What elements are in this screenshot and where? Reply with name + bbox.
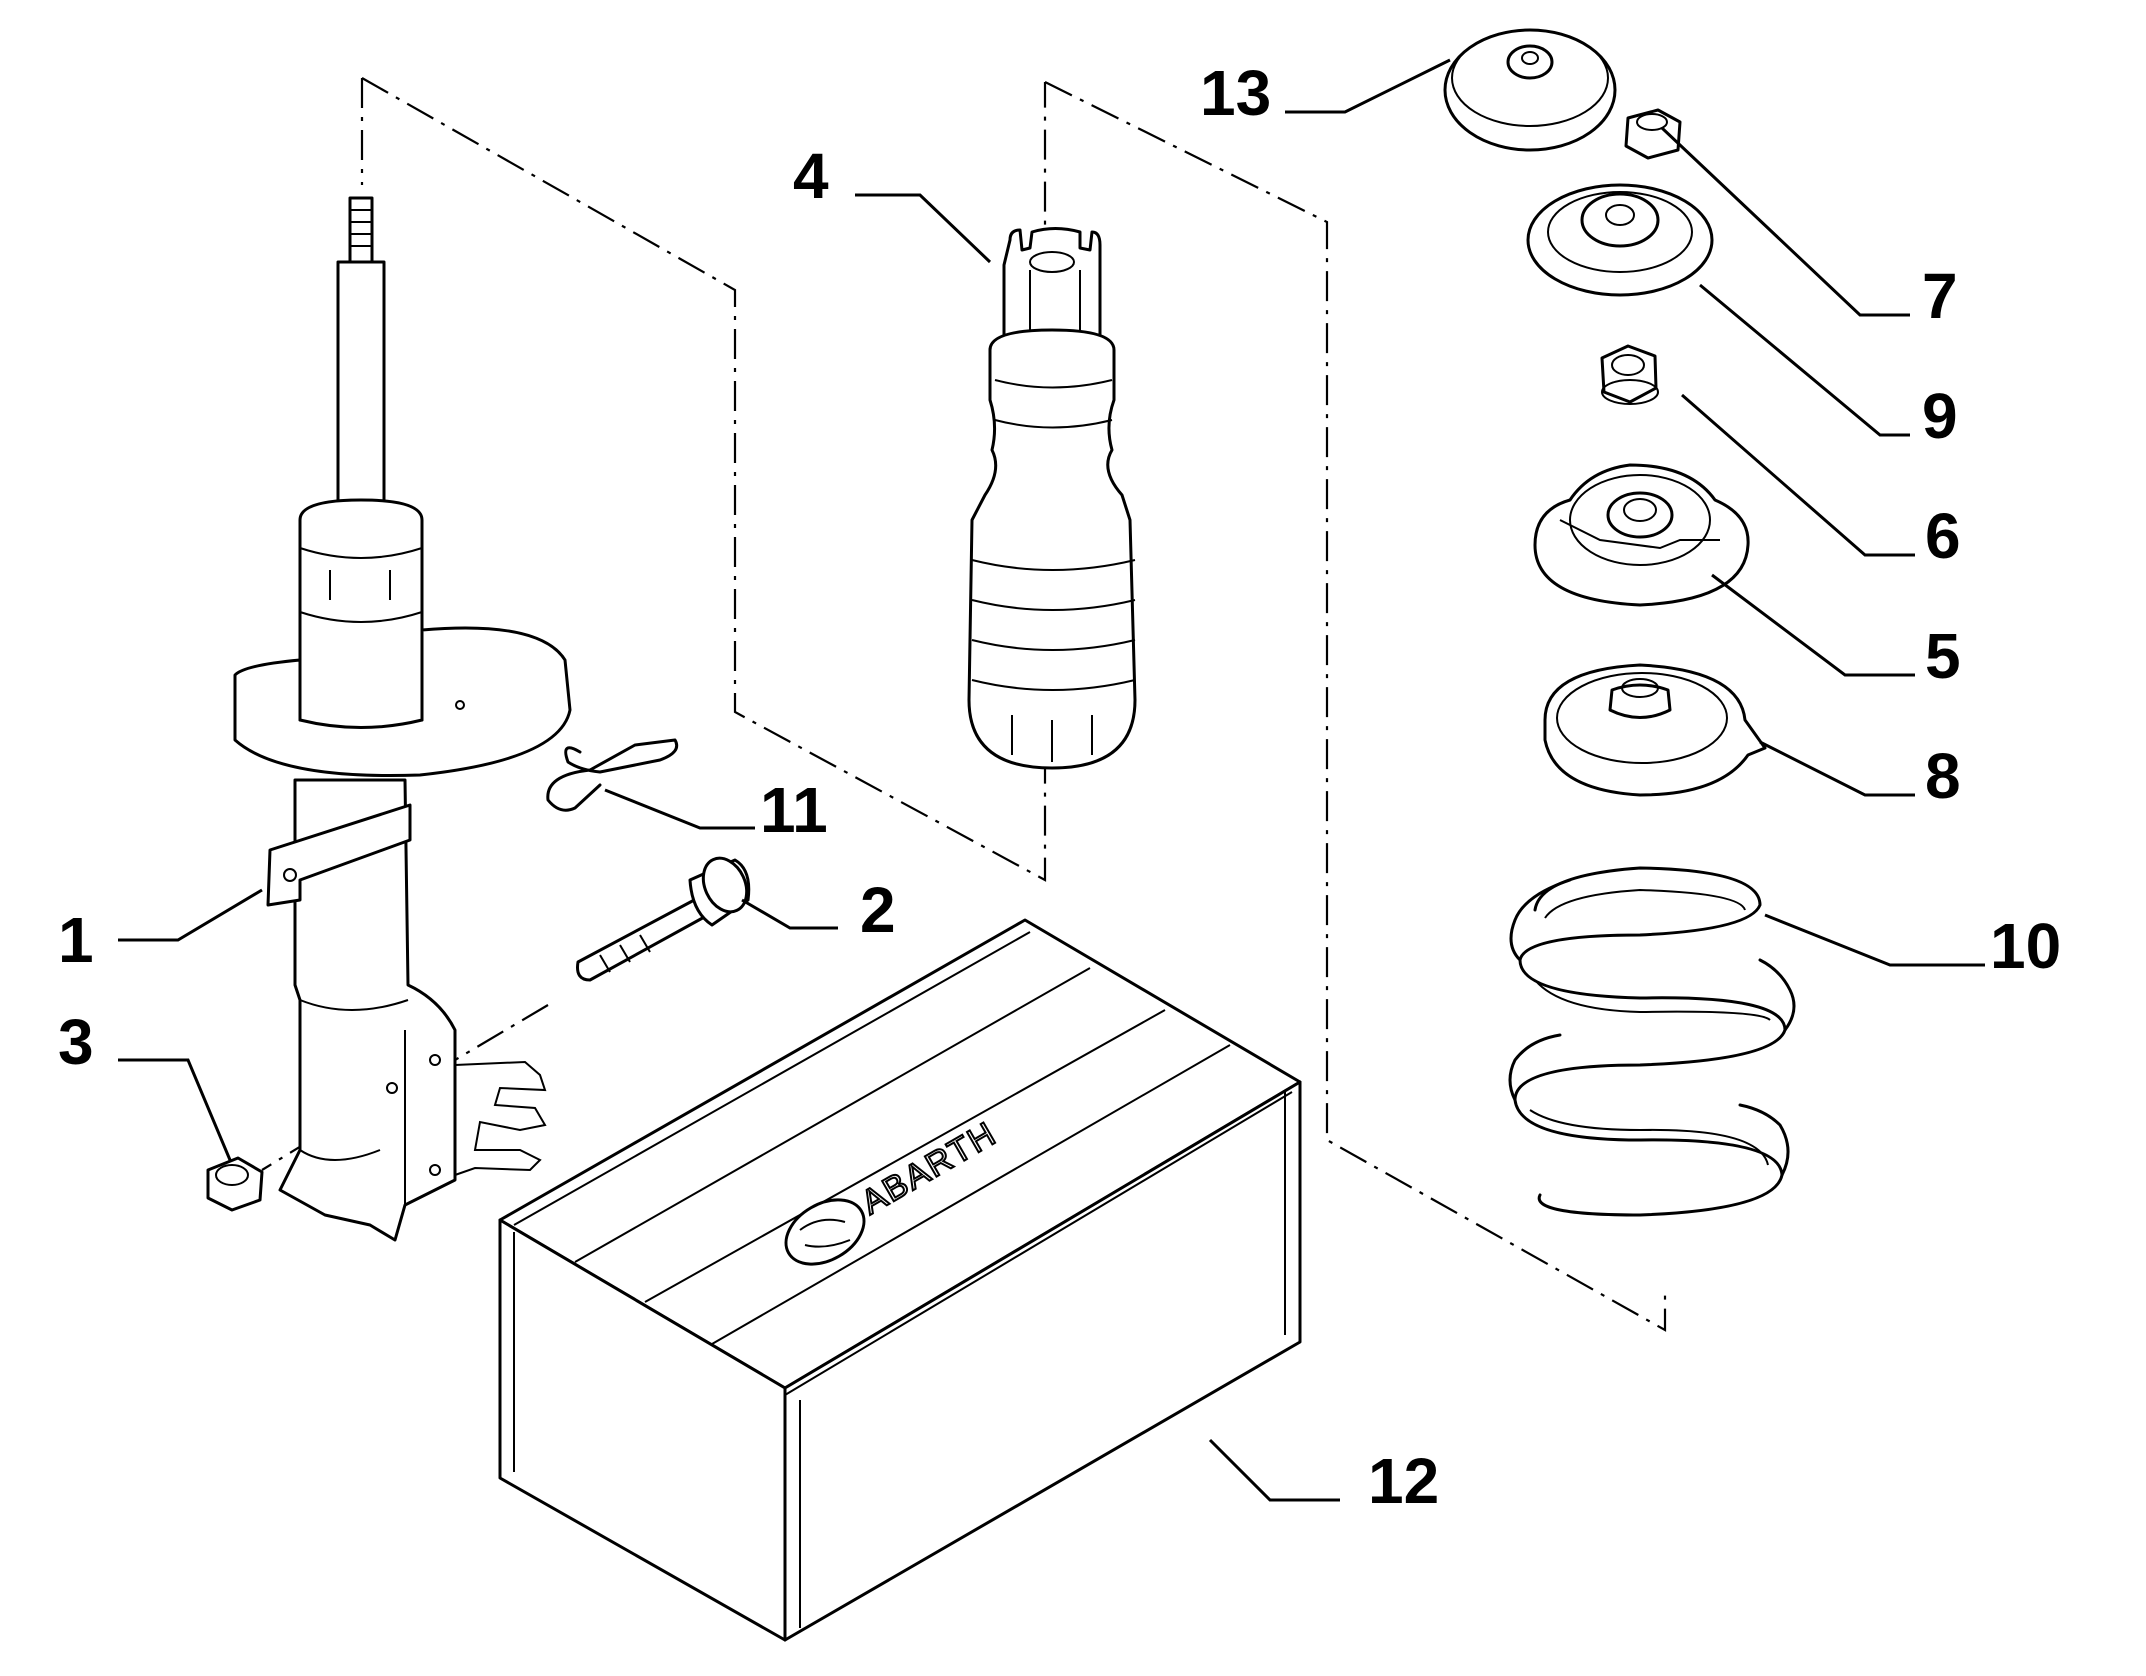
callout-5: 5 (1925, 620, 1961, 692)
callout-4: 4 (793, 140, 829, 212)
callout-9: 9 (1922, 380, 1958, 452)
callout-13: 13 (1200, 57, 1271, 129)
coil-spring (1508, 866, 1796, 1217)
packaging-box: ABARTH (498, 918, 1302, 1642)
spring-clip (546, 738, 679, 812)
callout-2: 2 (860, 874, 896, 946)
leader-lines (118, 58, 1985, 1502)
flange-nut (206, 1156, 264, 1212)
callout-12: 12 (1368, 1445, 1439, 1517)
callout-labels: 1 2 3 4 5 6 7 8 9 10 11 12 13 (58, 57, 2061, 1517)
spring-seat (1543, 663, 1767, 797)
callout-3: 3 (58, 1006, 94, 1078)
callout-1: 1 (58, 904, 94, 976)
callout-10: 10 (1990, 910, 2061, 982)
top-cap (1443, 28, 1617, 152)
bolt (576, 856, 751, 982)
flange-nut-top (1600, 344, 1659, 405)
callout-11: 11 (760, 774, 828, 846)
strut-mount (1526, 183, 1714, 297)
small-nut (1624, 108, 1682, 160)
callout-8: 8 (1925, 740, 1961, 812)
shock-absorber-strut (233, 196, 572, 1242)
callout-6: 6 (1925, 500, 1961, 572)
strut-bearing (1533, 463, 1750, 607)
dust-boot-bump-stop (967, 227, 1137, 770)
callout-7: 7 (1922, 260, 1958, 332)
